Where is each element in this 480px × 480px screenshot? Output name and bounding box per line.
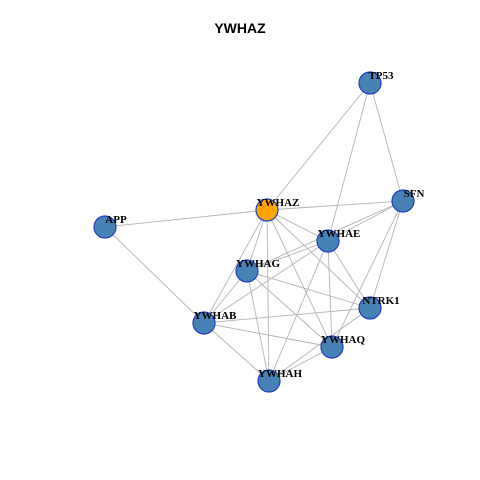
node-circle	[192, 311, 216, 335]
node-label: APP	[105, 214, 127, 226]
node-label: YWHAQ	[321, 334, 365, 346]
edge-app-ywhaz	[104, 209, 268, 228]
node-label: YWHAE	[318, 228, 361, 240]
edge-ywhae-ywhab	[203, 240, 329, 324]
edge-ywhag-ntrk1	[246, 270, 371, 309]
node-ywhag: YWHAG	[235, 258, 280, 283]
edge-ntrk1-ywhah	[268, 307, 371, 382]
edge-ywhae-ywhag	[246, 240, 329, 272]
node-circle	[93, 215, 117, 239]
edge-ywhae-ywhah	[268, 240, 329, 382]
node-label: SFN	[404, 188, 425, 200]
edge-tp53-sfn	[369, 82, 404, 202]
node-sfn: SFN	[391, 188, 425, 213]
node-circle	[358, 296, 382, 320]
edge-ywhaz-ntrk1	[266, 209, 371, 309]
node-label: YWHAB	[194, 310, 237, 322]
edge-ywhae-ywhaq	[327, 240, 333, 348]
node-circle	[255, 198, 279, 222]
node-circle	[320, 335, 344, 359]
edge-tp53-ywhaz	[266, 82, 371, 211]
edge-ywhab-ntrk1	[203, 307, 371, 324]
node-label: YWHAG	[236, 258, 280, 270]
node-ywhaz: YWHAZ	[255, 197, 300, 222]
edge-sfn-ywhaq	[331, 200, 404, 348]
edge-ywhaz-ywhah	[266, 209, 270, 382]
node-tp53: TP53	[358, 70, 394, 95]
node-label: NTRK1	[362, 295, 399, 307]
node-circle	[235, 259, 259, 283]
edge-tp53-ywhae	[327, 82, 371, 242]
node-ywhah: YWHAH	[257, 368, 302, 393]
node-ywhaq: YWHAQ	[320, 334, 365, 359]
edge-sfn-ywhaz	[266, 200, 404, 211]
node-label: YWHAH	[258, 368, 302, 380]
edge-ywhag-ywhah	[246, 270, 270, 382]
edge-ywhab-ywhah	[203, 322, 270, 382]
node-ntrk1: NTRK1	[358, 295, 400, 320]
edge-sfn-ntrk1	[369, 200, 404, 309]
node-circle	[391, 189, 415, 213]
edge-ywhaz-ywhaq	[266, 209, 333, 348]
edge-ywhaz-ywhab	[203, 209, 268, 324]
node-label: YWHAZ	[257, 197, 300, 209]
node-circle	[316, 229, 340, 253]
edge-sfn-ywhae	[327, 200, 404, 242]
edge-ywhag-ywhaq	[246, 270, 333, 348]
node-ywhae: YWHAE	[316, 228, 361, 253]
node-circle	[257, 369, 281, 393]
node-label: TP53	[368, 70, 394, 82]
figure-title: YWHAZ	[214, 20, 266, 36]
edge-app-ywhab	[104, 226, 205, 324]
edge-ywhab-ywhaq	[203, 322, 333, 348]
node-ywhab: YWHAB	[192, 310, 237, 335]
edge-ywhaq-ywhah	[268, 346, 333, 382]
node-circle	[358, 71, 382, 95]
node-app: APP	[93, 214, 127, 239]
edge-ywhae-ntrk1	[327, 240, 371, 309]
